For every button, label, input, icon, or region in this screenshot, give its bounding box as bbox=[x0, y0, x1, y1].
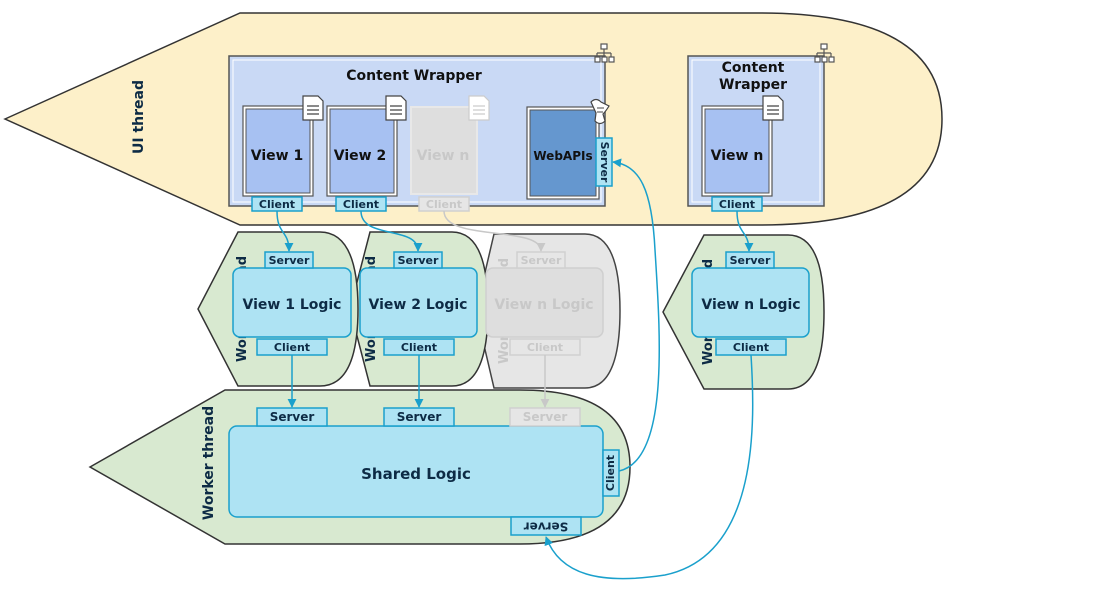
view-n bbox=[704, 108, 770, 194]
client-logic-1-label: Client bbox=[274, 341, 310, 354]
server-port-logic-n-faded bbox=[516, 251, 566, 269]
client-logic-n-faded-label: Client bbox=[527, 341, 563, 354]
connector-view-n-faded-to-logic bbox=[443, 210, 546, 252]
server-logic-1-label: Server bbox=[269, 254, 310, 267]
view-n-faded-label: View n bbox=[417, 148, 470, 164]
document-icon bbox=[302, 95, 324, 121]
view-2-label: View 2 bbox=[334, 148, 386, 164]
client-logic-n-label: Client bbox=[733, 341, 769, 354]
view-2 bbox=[329, 108, 395, 194]
connector-shared-client-to-webapis bbox=[612, 158, 661, 472]
server-port-logic-n bbox=[725, 251, 775, 269]
view-n-logic-faded-label: View n Logic bbox=[494, 297, 593, 313]
document-icon bbox=[468, 95, 490, 121]
server-port-logic-2 bbox=[393, 251, 443, 269]
view-2-logic-label: View 2 Logic bbox=[369, 297, 468, 313]
client-view-n-label: Client bbox=[719, 198, 755, 211]
shared-server-port-2 bbox=[383, 407, 455, 427]
connector-view-1-to-logic-1 bbox=[276, 210, 294, 252]
webapis-box bbox=[529, 109, 597, 197]
content-wrapper-1-title: Content Wrapper bbox=[346, 68, 482, 84]
shared-worker-thread-label: Worker thread bbox=[201, 406, 217, 520]
shared-server-1-label: Server bbox=[270, 410, 315, 424]
scroll-icon bbox=[590, 98, 610, 125]
server-port-logic-1 bbox=[264, 251, 314, 269]
view-n-faded bbox=[410, 106, 478, 195]
shared-logic-label: Shared Logic bbox=[361, 465, 471, 483]
client-view-2-label: Client bbox=[343, 198, 379, 211]
view-n-label: View n bbox=[711, 148, 764, 164]
shared-client-label: Client bbox=[604, 455, 617, 491]
server-logic-2-label: Server bbox=[398, 254, 439, 267]
connector-logic-n-client-to-shared-server bbox=[544, 354, 754, 580]
ui-thread-label: UI thread bbox=[131, 80, 147, 154]
view-n-logic-label: View n Logic bbox=[701, 297, 800, 313]
shared-server-port-faded bbox=[509, 407, 581, 427]
shared-client-port bbox=[602, 449, 620, 497]
document-icon bbox=[385, 95, 407, 121]
content-wrapper-2-title-line1: Content bbox=[722, 60, 785, 76]
sitemap-icon bbox=[594, 43, 615, 63]
shared-server-2-label: Server bbox=[397, 410, 442, 424]
document-icon bbox=[762, 95, 784, 121]
content-wrapper-2-title-line2: Wrapper bbox=[719, 77, 787, 93]
view-1-logic-label: View 1 Logic bbox=[243, 297, 342, 313]
connector-view-n-to-logic-n bbox=[736, 210, 754, 252]
webapis-server-port bbox=[595, 137, 613, 187]
client-view-n-faded-label: Client bbox=[426, 198, 462, 211]
view-1-label: View 1 bbox=[251, 148, 303, 164]
shared-server-port-bottom bbox=[510, 516, 582, 536]
server-logic-n-faded-label: Server bbox=[521, 254, 562, 267]
connector-view-2-to-logic-2 bbox=[360, 210, 423, 252]
webapis-server-label: Server bbox=[598, 142, 611, 183]
server-logic-n-label: Server bbox=[730, 254, 771, 267]
client-view-1-label: Client bbox=[259, 198, 295, 211]
view-1 bbox=[245, 108, 311, 194]
sitemap-icon bbox=[814, 43, 835, 63]
client-logic-2-label: Client bbox=[401, 341, 437, 354]
shared-server-bottom-label: Server bbox=[524, 520, 569, 534]
shared-server-port-1 bbox=[256, 407, 328, 427]
shared-server-faded-label: Server bbox=[523, 410, 568, 424]
webapis-label: WebAPIs bbox=[533, 149, 592, 163]
